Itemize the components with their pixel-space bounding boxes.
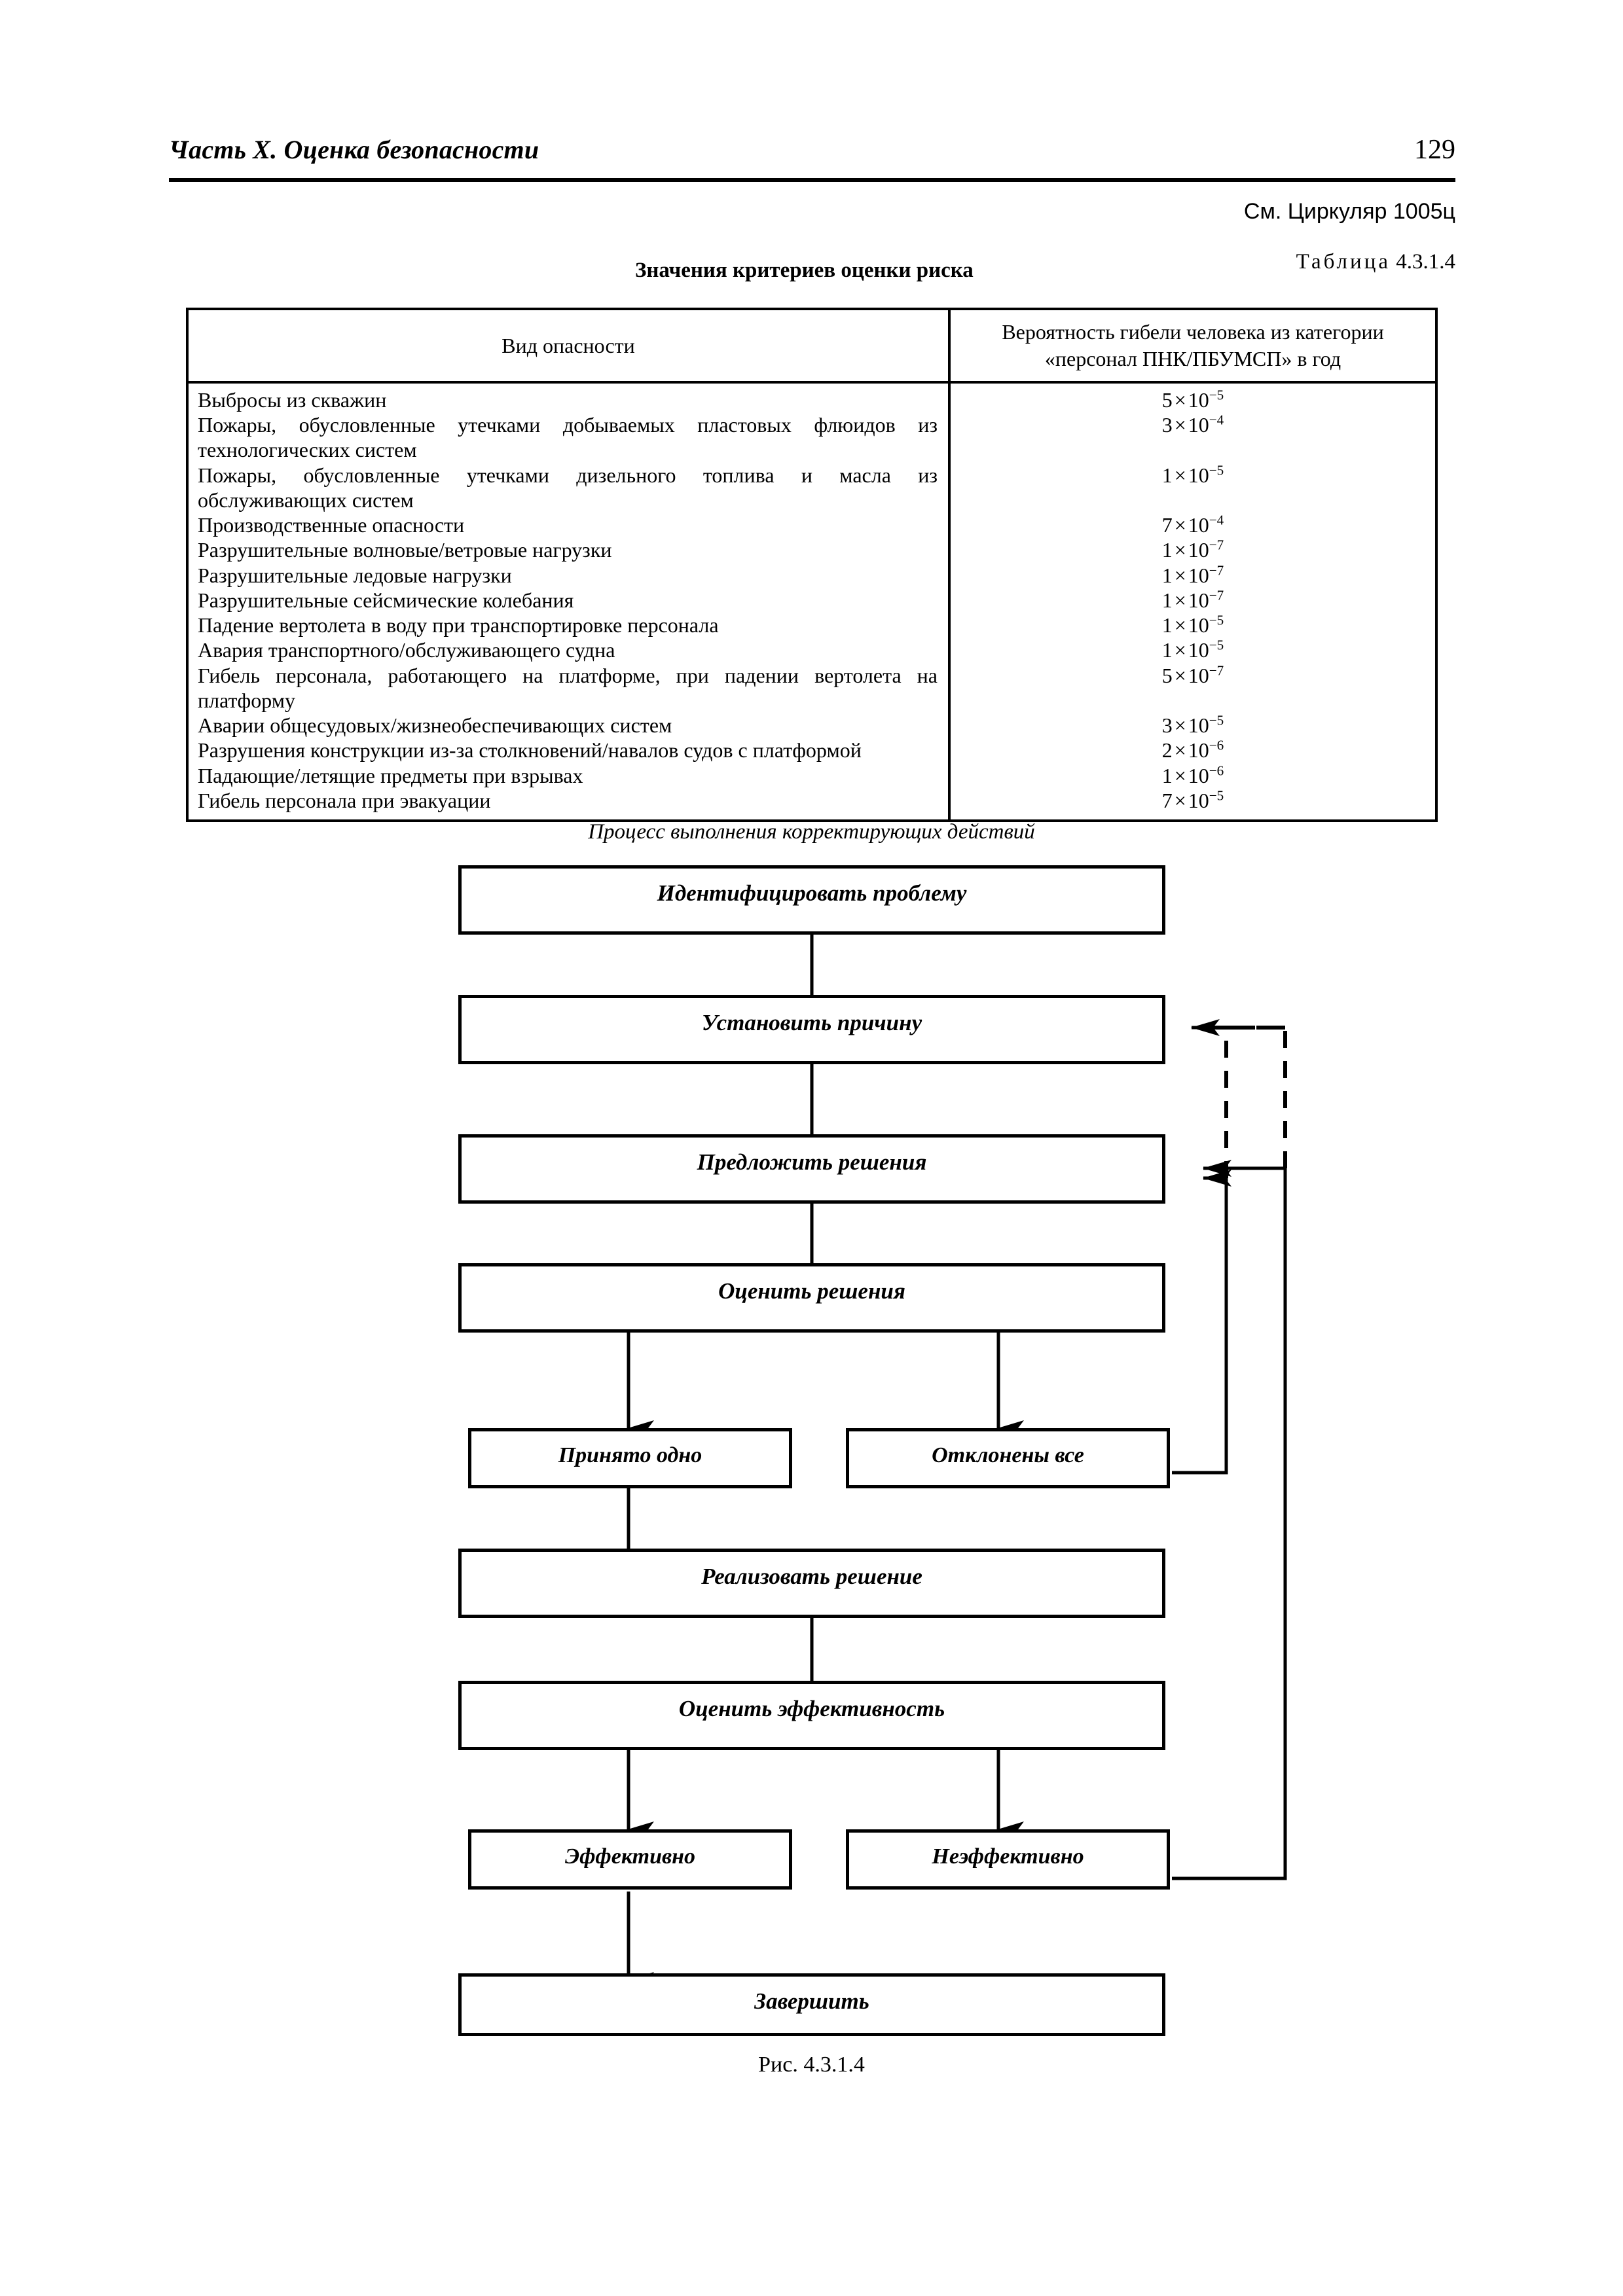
table-header-probability-line1: Вероятность гибели человека из категории [1002, 320, 1384, 344]
flow-node-cause[interactable]: Установить причину [458, 995, 1165, 1064]
table-row-hazard: Разрушительные сейсмические колебания [198, 588, 574, 612]
page-number: 129 [1414, 135, 1455, 165]
table-header-probability: Вероятность гибели человека из категории… [951, 310, 1435, 381]
table-row-hazard: Разрушительные волновые/ветровые нагрузк… [198, 538, 612, 562]
running-head: Часть X. Оценка безопасности 129 [169, 134, 1455, 180]
figure-caption: Процесс выполнения корректирующих действ… [588, 820, 1035, 844]
table-row-probability: 3×10−5 [1161, 712, 1224, 738]
flow-node-accepted-label: Принято одно [558, 1443, 702, 1467]
table-row-hazard: Выбросы из скважин [198, 388, 387, 412]
table-row-hazard: Разрушительные ледовые нагрузки [198, 563, 512, 587]
header-rule [169, 178, 1455, 182]
table-row-hazard: Пожары, обусловленные утечками добываемы… [198, 413, 938, 462]
table-header-hazard: Вид опасности [189, 310, 951, 381]
flow-node-rejected[interactable]: Отклонены все [846, 1428, 1170, 1488]
table-number: Таблица 4.3.1.4 [1296, 250, 1455, 274]
table-row-probability: 1×10−7 [1161, 537, 1224, 562]
flow-node-evaluate[interactable]: Оценить решения [458, 1263, 1165, 1333]
table-row-probability: 7×10−4 [1161, 512, 1224, 537]
flow-node-finish[interactable]: Завершить [458, 1973, 1165, 2036]
flow-node-finish-label: Завершить [754, 1988, 869, 2014]
figure-number: Рис. 4.3.1.4 [758, 2053, 865, 2077]
risk-criteria-table: Вид опасности Вероятность гибели человек… [186, 308, 1438, 822]
flow-node-effective[interactable]: Эффективно [468, 1829, 792, 1890]
flow-node-implement-label: Реализовать решение [701, 1564, 922, 1589]
running-head-title: Часть X. Оценка безопасности [169, 135, 539, 164]
edge-ineffective-cause-dashed [1224, 1026, 1285, 1178]
table-row-hazard: Авария транспортного/обслуживающего судн… [198, 638, 615, 662]
flow-node-ineffective[interactable]: Неэффективно [846, 1829, 1170, 1890]
table-row-hazard: Падающие/летящие предметы при взрывах [198, 763, 583, 787]
flow-node-implement[interactable]: Реализовать решение [458, 1549, 1165, 1618]
flow-node-accepted[interactable]: Принято одно [468, 1428, 792, 1488]
flow-node-effectiveness[interactable]: Оценить эффективность [458, 1681, 1165, 1750]
table-row-hazard: Пожары, обусловленные утечками дизельног… [198, 463, 938, 512]
table-row-hazard: Падение вертолета в воду при транспортир… [198, 613, 719, 637]
table-number-prefix: Таблица [1296, 250, 1391, 274]
flow-node-propose[interactable]: Предложить решения [458, 1134, 1165, 1204]
table-row-hazard: Гибель персонала, работающего на платфор… [198, 663, 938, 712]
table-row-hazard: Аварии общесудовых/жизнеобеспечивающих с… [198, 713, 672, 738]
table-row-probability: 1×10−5 [1161, 637, 1224, 662]
table-row-hazard: Производственные опасности [198, 513, 465, 537]
flow-node-effective-label: Эффективно [564, 1844, 696, 1869]
flow-node-effectiveness-label: Оценить эффективность [678, 1696, 945, 1721]
flow-node-evaluate-label: Оценить решения [718, 1278, 905, 1304]
table-row-probability: 7×10−5 [1161, 787, 1224, 812]
flow-node-rejected-label: Отклонены все [932, 1443, 1084, 1467]
table-row-hazard: Гибель персонала при эвакуации [198, 788, 491, 812]
table-row-hazard: Разрушения конструкции из-за столкновени… [198, 738, 862, 762]
table-header-probability-line2: «персонал ПНК/ПБУМСП» в год [1044, 347, 1341, 370]
table-row-probability: 5×10−7 [1161, 662, 1224, 687]
table-row-probability: 2×10−6 [1161, 737, 1224, 762]
edge-rejected-propose [1172, 1178, 1228, 1475]
flow-node-identify[interactable]: Идентифицировать проблему [458, 865, 1165, 935]
table-number-value: 4.3.1.4 [1396, 250, 1455, 274]
table-caption: Значения критериев оценки риска [635, 259, 974, 282]
table-row-probability: 1×10−7 [1161, 562, 1224, 587]
table-row-probability: 1×10−5 [1161, 612, 1224, 637]
flow-node-ineffective-label: Неэффективно [932, 1844, 1084, 1869]
table-row-probability: 1×10−5 [1161, 462, 1224, 487]
table-body-probabilities: 5×10−53×10−40×1001×10−50×1007×10−41×10−7… [951, 384, 1435, 819]
edge-ineffective-propose [1172, 1168, 1287, 1880]
flow-node-cause-label: Установить причину [701, 1010, 922, 1035]
flow-node-propose-label: Предложить решения [697, 1149, 927, 1175]
table-header-row: Вид опасности Вероятность гибели человек… [189, 310, 1435, 384]
circular-note: См. Циркуляр 1005ц [1243, 199, 1455, 224]
table-row-probability: 1×10−7 [1161, 587, 1224, 612]
table-row-probability: 1×10−6 [1161, 762, 1224, 787]
table-row-probability: 5×10−5 [1161, 387, 1224, 412]
flow-node-identify-label: Идентифицировать проблему [657, 880, 967, 906]
table-row-probability: 3×10−4 [1161, 412, 1224, 437]
